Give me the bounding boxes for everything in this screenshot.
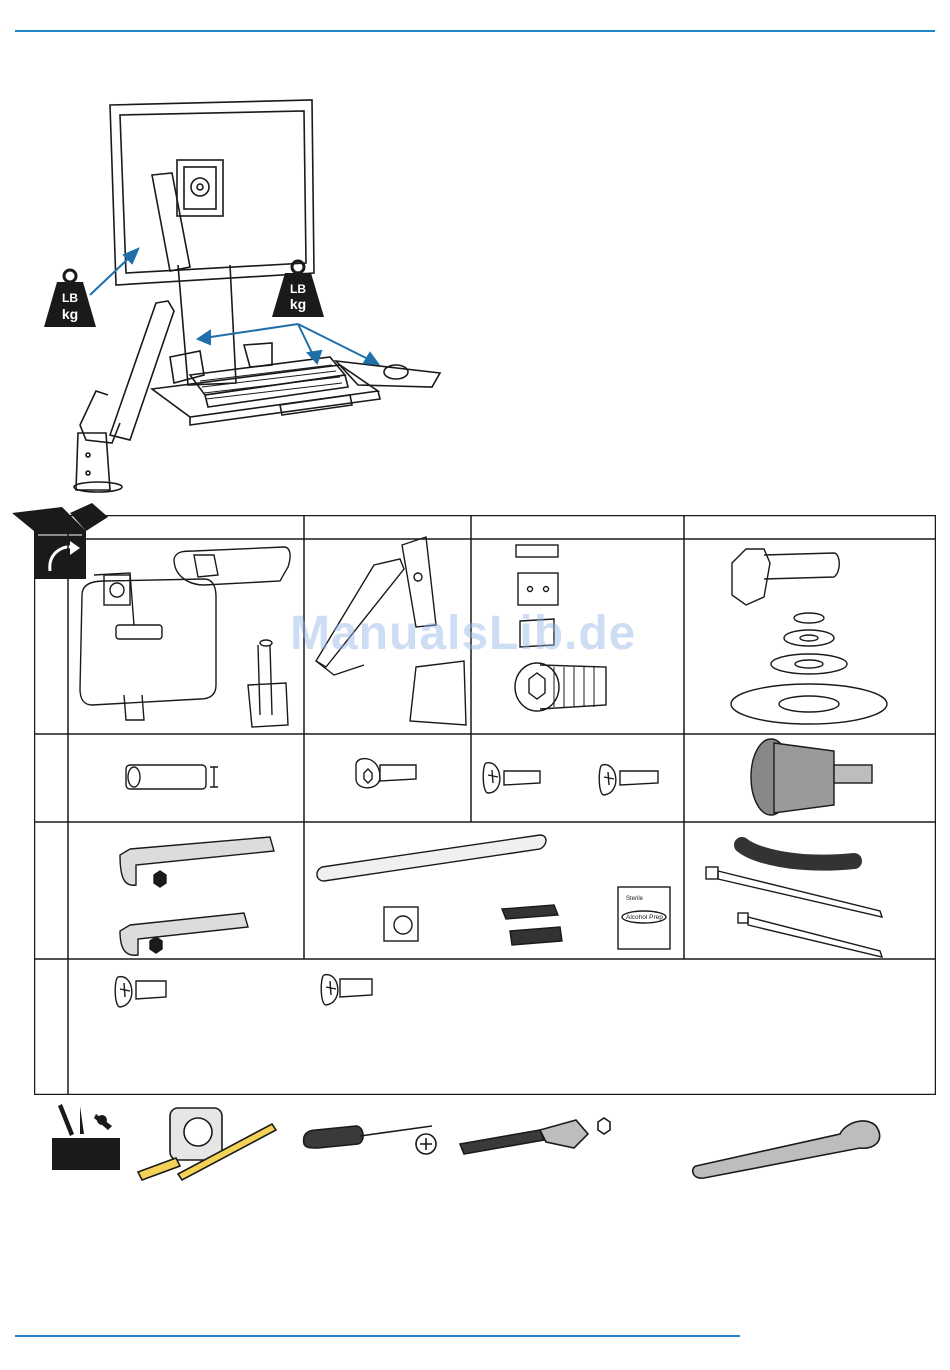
monitor	[110, 100, 314, 285]
header-rule	[15, 30, 935, 32]
part-pan-head-screw	[321, 975, 372, 1005]
alcohol-packet-line1: Sterile	[626, 896, 644, 902]
phillips-screwdriver-icon	[304, 1126, 436, 1154]
part-spacer-sleeve	[126, 765, 218, 789]
arrow-to-tray	[204, 324, 298, 338]
watermark-text: ManualsLib.de	[290, 606, 636, 661]
part-tray-bar-and-pads: Sterile Alcohol Prep	[317, 835, 670, 949]
part-phillips-screws	[483, 763, 658, 795]
weight-icon-monitor: LB kg	[44, 270, 96, 327]
part-button-head-screw	[356, 759, 416, 788]
required-tools	[40, 1100, 910, 1190]
socket-wrench-icon	[460, 1118, 610, 1154]
part-hex-keys	[120, 837, 274, 955]
weight-label-top: LB	[290, 282, 306, 296]
weight-label-top: LB	[62, 291, 78, 305]
parts-grid: Sterile Alcohol Prep	[34, 515, 936, 1095]
part-bolt-and-washers	[731, 549, 887, 724]
weight-icon-keyboard: LB kg	[272, 261, 324, 317]
ratchet-icon	[693, 1121, 880, 1178]
articulating-arm	[110, 301, 174, 440]
mouse-platform	[336, 361, 440, 387]
toolbox-icon	[52, 1104, 120, 1170]
part-cable-wrap-and-ties	[706, 845, 882, 957]
workstation-illustration: LB kg LB kg	[40, 95, 450, 500]
alcohol-packet-line2: Alcohol Prep	[626, 914, 663, 921]
tape-measure-and-pencil-icon	[138, 1108, 276, 1180]
part-mount-assembly	[80, 547, 290, 727]
arrow-to-monitor	[90, 255, 132, 295]
weight-label-bottom: kg	[62, 306, 78, 322]
part-countersunk-screw	[115, 977, 166, 1007]
footer-rule	[15, 1335, 740, 1337]
part-knob	[751, 739, 872, 815]
weight-label-bottom: kg	[290, 296, 306, 312]
